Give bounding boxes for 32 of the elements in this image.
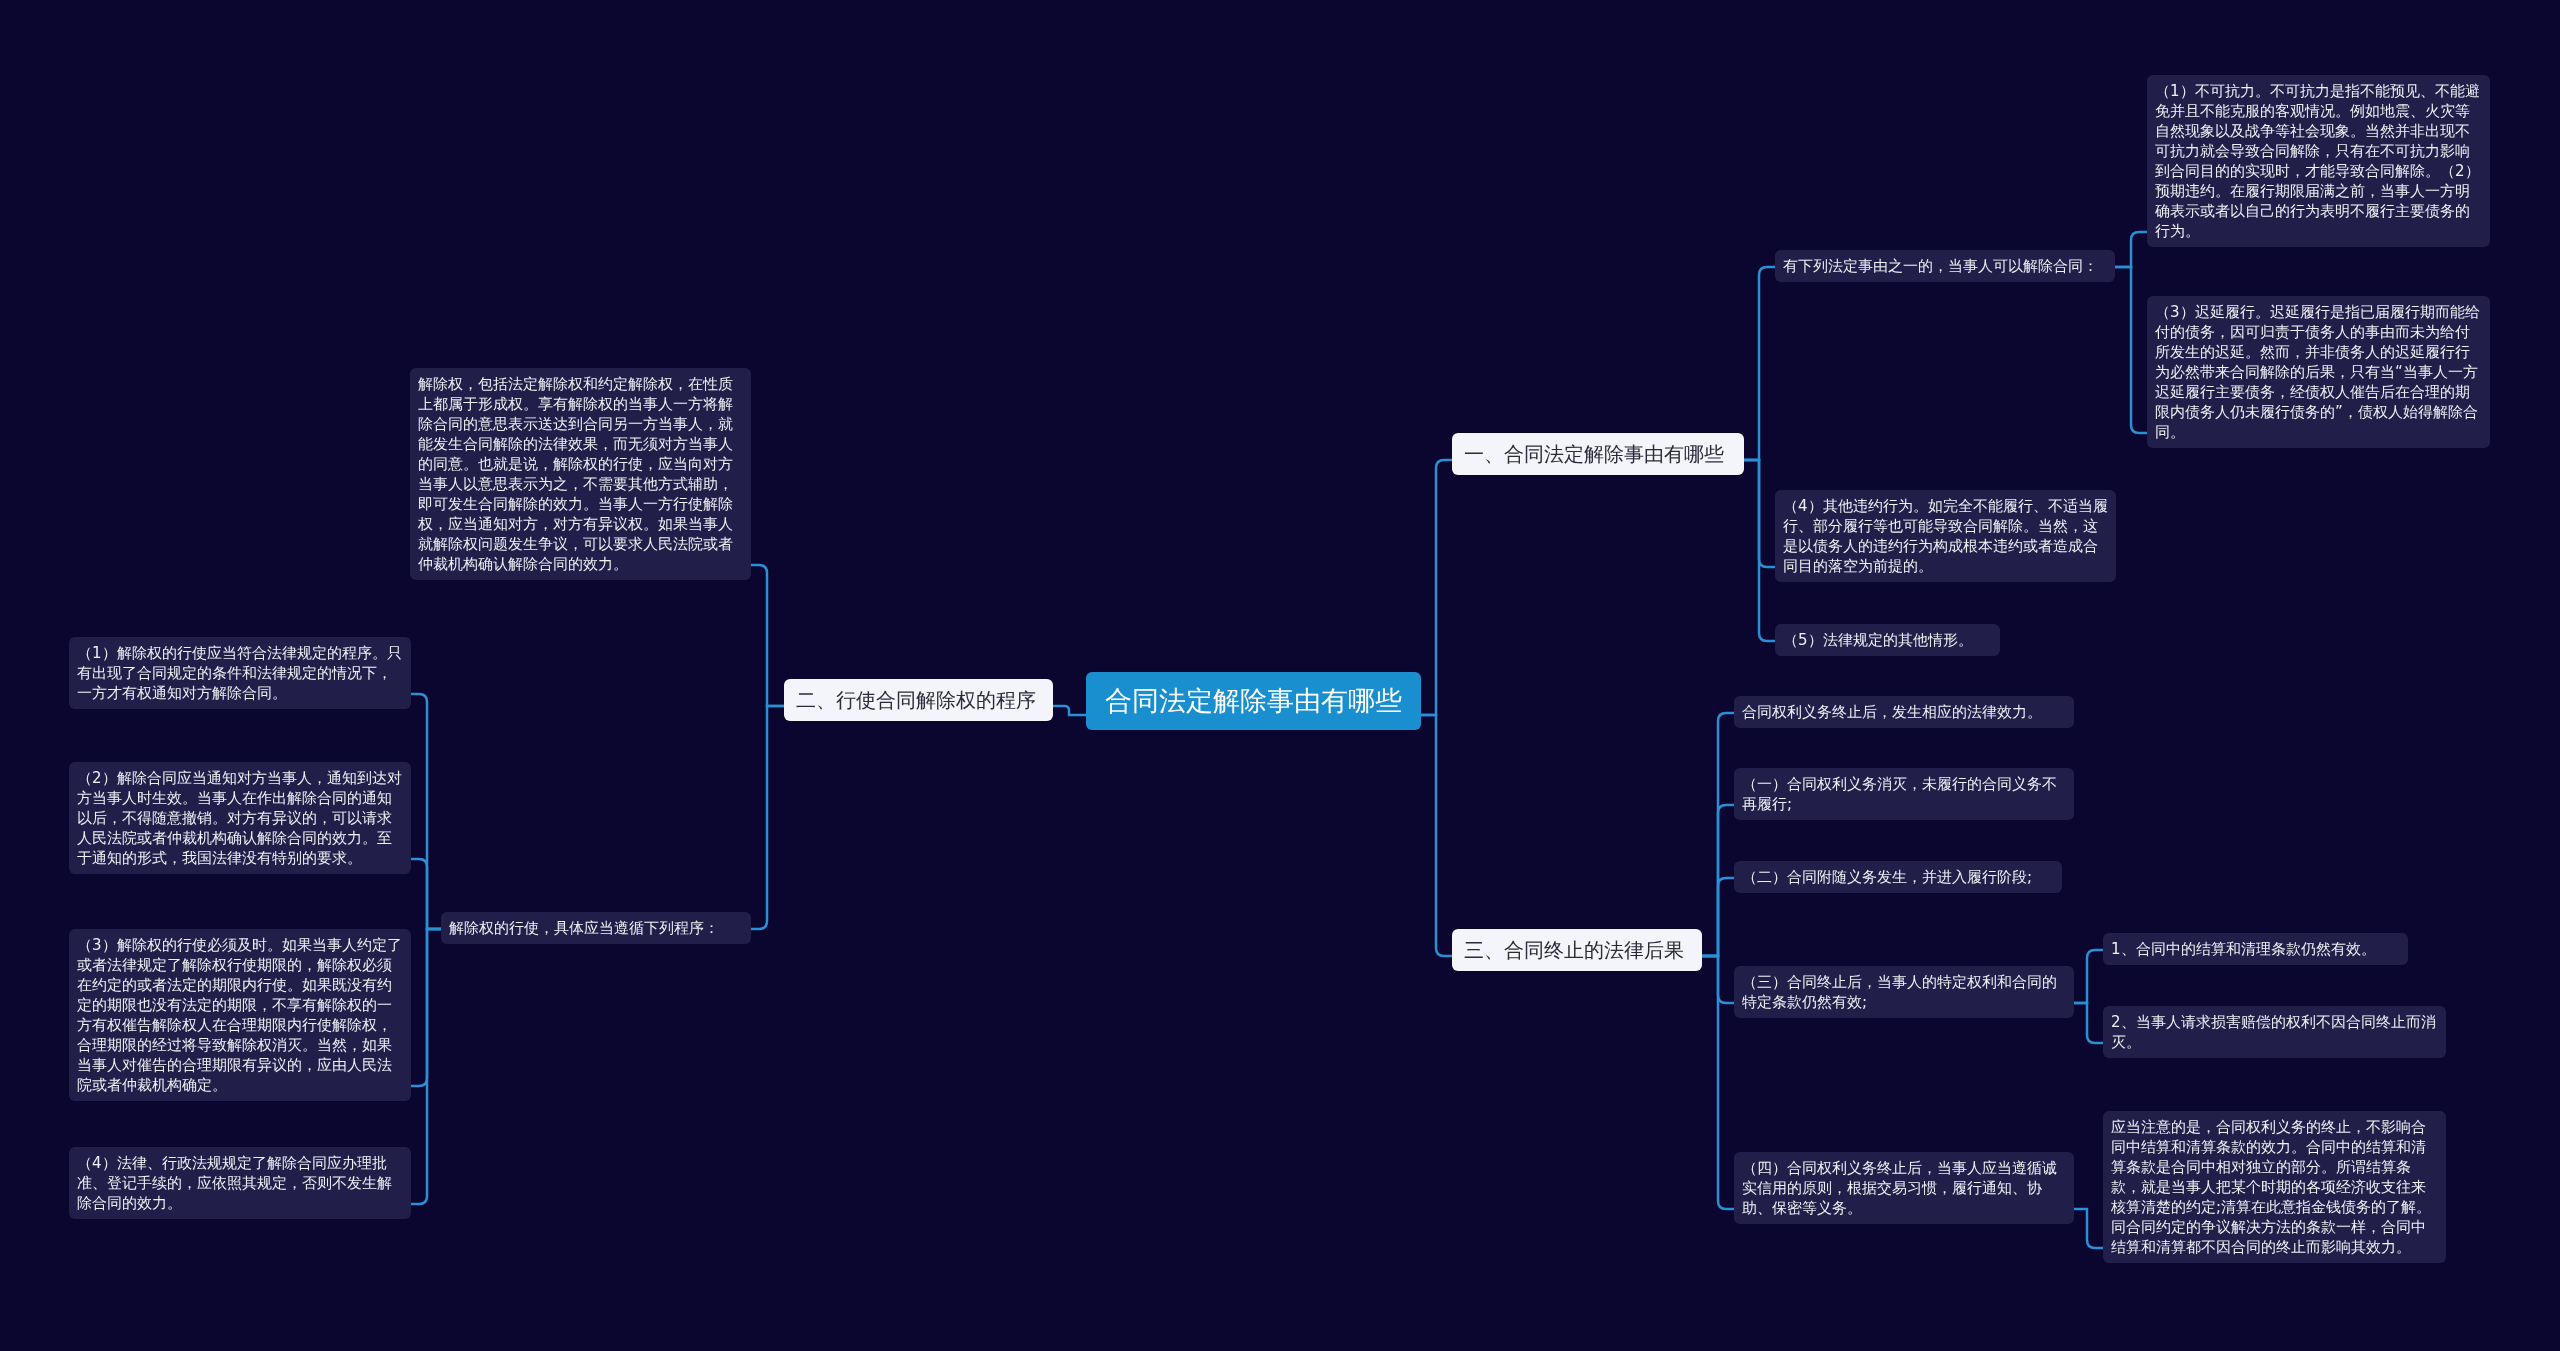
subtopic-card: （一）合同权利义务消灭，未履行的合同义务不再履行; xyxy=(1734,768,2074,820)
branch-topic: 三、合同终止的法律后果 xyxy=(1452,929,1702,971)
connector-line xyxy=(2115,265,2147,435)
connector-line xyxy=(1053,704,1086,717)
subtopic-card: （2）解除合同应当通知对方当事人，通知到达对方当事人时生效。当事人在作出解除合同的通知以后，不得随意撤销。对方有异议的，可以请求人民法院或者仲裁机构确认解除合同的效力。至于通知的形式，我国法律没有特别的要求。 xyxy=(69,762,411,874)
subtopic-card: （四）合同权利义务终止后，当事人应当遵循诚实信用的原则，根据交易习惯，履行通知、协助、保密等义务。 xyxy=(1734,1152,2074,1224)
connector-line xyxy=(2074,1001,2103,1045)
connector-line xyxy=(2074,1207,2103,1250)
subtopic-card: 解除权，包括法定解除权和约定解除权，在性质上都属于形成权。享有解除权的当事人一方将解除合同的意思表示送达到合同另一方当事人，就能发生合同解除的法律效果，而无须对方当事人的同意。也就是说，解除权的行使，应当向对方当事人以意思表示为之，不需要其他方式辅助，即可发生合同解除的效力。当事人一方行使解除权，应当通知对方，对方有异议权。如果当事人就解除权问题发生争议，可以要求人民法院或者仲裁机构确认解除合同的效力。 xyxy=(410,368,751,580)
subtopic-card: （4）法律、行政法规规定了解除合同应办理批准、登记手续的，应依照其规定，否则不发生解除合同的效力。 xyxy=(69,1147,411,1219)
subtopic-card: （1）解除权的行使应当符合法律规定的程序。只有出现了合同规定的条件和法律规定的情况下，一方才有权通知对方解除合同。 xyxy=(69,637,411,709)
subtopic-card: 应当注意的是，合同权利义务的终止，不影响合同中结算和清算条款的效力。合同中的结算和清算条款是合同中相对独立的部分。所谓结算条款，就是当事人把某个时期的各项经济收支往来核算清楚的约定;清算在此意指金钱债务的了解。同合同约定的争议解决方法的条款一样，合同中结算和清算都不因合同的终止而影响其效力。 xyxy=(2103,1111,2446,1263)
connector-line xyxy=(411,927,441,1206)
subtopic-card: （1）不可抗力。不可抗力是指不能预见、不能避免并且不能克服的客观情况。例如地震、火灾等自然现象以及战争等社会现象。当然并非出现不可抗力就会导致合同解除，只有在不可抗力影响到合同目的的实现时，才能导致合同解除。（2）预期违约。在履行期限届满之前，当事人一方明确表示或者以自己的行为表明不履行主要债务的行为。 xyxy=(2147,75,2490,247)
connector-line xyxy=(1702,954,1734,1211)
subtopic-card: （3）解除权的行使必须及时。如果当事人约定了或者法律规定了解除权行使期限的，解除权必须在约定的或者法定的期限内行使。如果既没有约定的期限也没有法定的期限，不享有解除权的一方有权催告解除权人在合理期限内行使解除权，合理期限的经过将导致解除权消灭。当然，如果当事人对催告的合理期限有异议的，应由人民法院或者仲裁机构确定。 xyxy=(69,929,411,1101)
connector-line xyxy=(1744,458,1775,643)
subtopic-card: （三）合同终止后，当事人的特定权利和合同的特定条款仍然有效; xyxy=(1734,966,2074,1018)
subtopic-card: （5）法律规定的其他情形。 xyxy=(1775,624,2000,656)
subtopic-card: 1、合同中的结算和清理条款仍然有效。 xyxy=(2103,933,2408,965)
subtopic-card: （二）合同附随义务发生，并进入履行阶段; xyxy=(1734,861,2062,893)
branch-topic: 二、行使合同解除权的程序 xyxy=(784,679,1053,721)
subtopic-card: （4）其他违约行为。如完全不能履行、不适当履行、部分履行等也可能导致合同解除。当然，这是以债务人的违约行为构成根本违约或者造成合同目的落空为前提的。 xyxy=(1775,490,2116,582)
subtopic-card: 合同权利义务终止后，发生相应的法律效力。 xyxy=(1734,696,2074,728)
central-topic: 合同法定解除事由有哪些 xyxy=(1086,672,1421,730)
connector-line xyxy=(751,704,784,931)
subtopic-card: 有下列法定事由之一的，当事人可以解除合同： xyxy=(1775,250,2115,282)
subtopic-card: 解除权的行使，具体应当遵循下列程序： xyxy=(441,912,751,944)
subtopic-card: （3）迟延履行。迟延履行是指已届履行期而能给付的债务，因可归责于债务人的事由而未为给付所发生的迟延。然而，并非债务人的迟延履行行为必然带来合同解除的后果，只有当“当事人一方迟延履行主要债务，经债权人催告后在合理的期限内债务人仍未履行债务的”，债权人始得解除合同。 xyxy=(2147,296,2490,448)
connector-line xyxy=(1421,713,1452,958)
branch-topic: 一、合同法定解除事由有哪些 xyxy=(1452,433,1744,475)
subtopic-card: 2、当事人请求损害赔偿的权利不因合同终止而消灭。 xyxy=(2103,1006,2446,1058)
